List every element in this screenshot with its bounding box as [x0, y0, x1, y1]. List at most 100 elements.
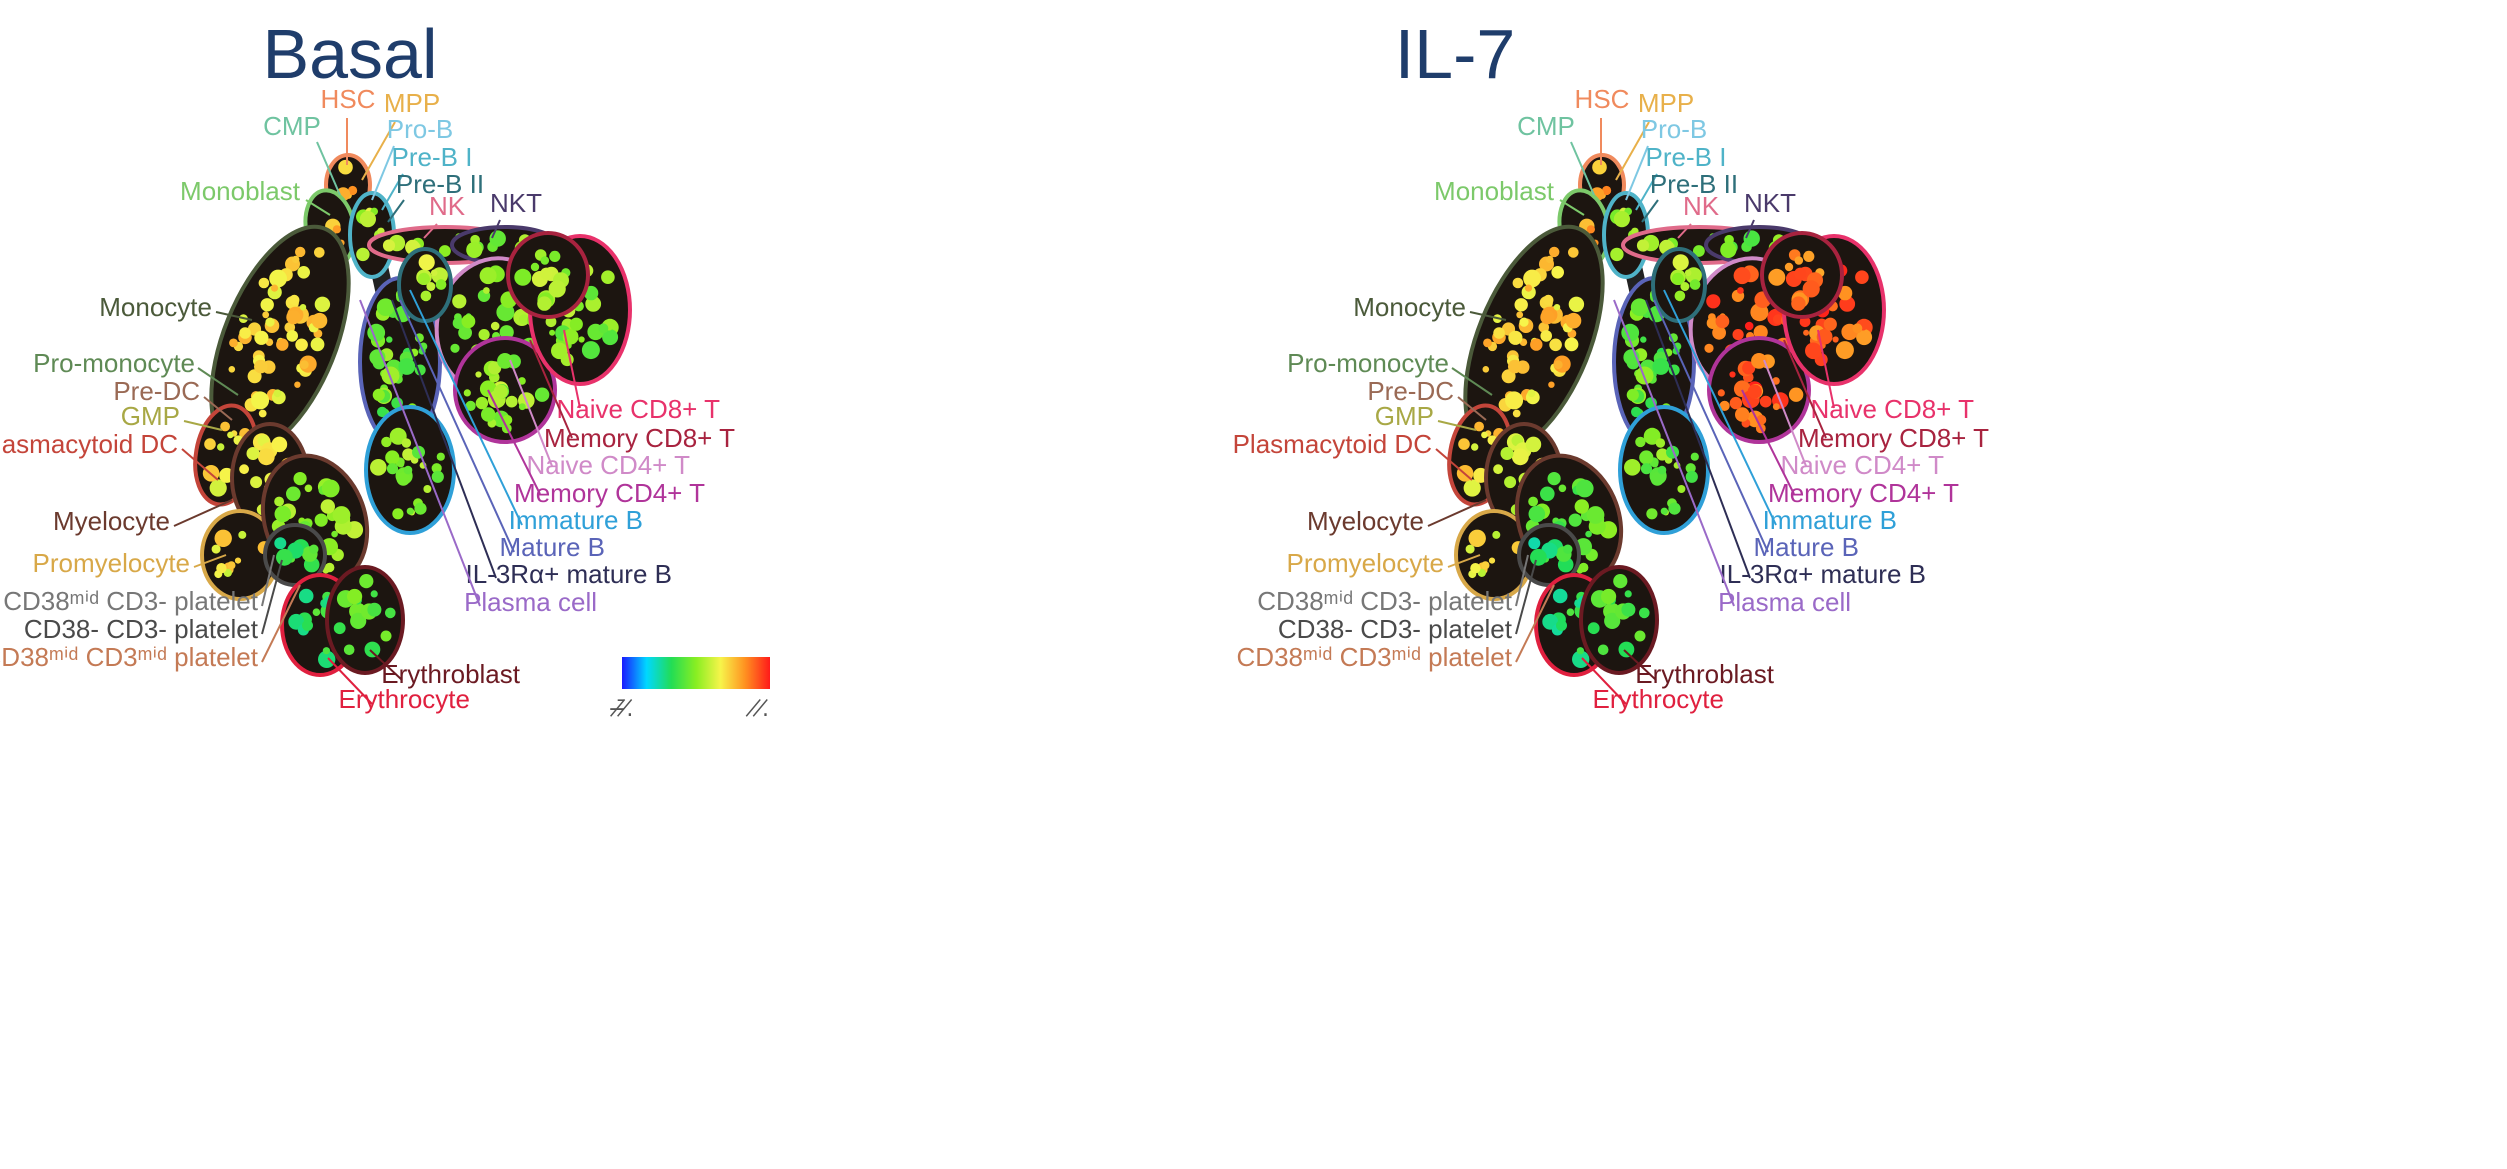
cell-node	[1576, 647, 1584, 655]
cell-node	[1548, 381, 1555, 388]
cell-node	[294, 381, 301, 388]
cell-node	[262, 311, 270, 319]
cell-node	[1519, 317, 1529, 327]
cell-node	[286, 310, 301, 325]
cell-node	[1524, 284, 1533, 292]
cell-node	[1823, 317, 1837, 331]
cell-node	[274, 537, 287, 550]
cell-node	[322, 647, 330, 655]
cell-node	[1690, 452, 1699, 461]
leader-line	[183, 420, 223, 431]
cell-node	[601, 270, 615, 285]
cell-node	[1674, 290, 1686, 302]
cell-node	[1729, 396, 1743, 410]
cell-node	[386, 463, 399, 475]
cell-node	[545, 316, 557, 328]
cell-node	[380, 630, 392, 642]
cell-node	[293, 472, 307, 486]
cell-node	[1493, 464, 1503, 475]
population-cluster-monocyte	[1463, 224, 1605, 456]
cell-node	[1712, 325, 1726, 340]
population-label: Pre-B I	[1646, 142, 1727, 172]
cell-node	[258, 409, 267, 418]
leader-line	[1515, 559, 1537, 635]
cell-node	[1639, 450, 1654, 465]
cell-node	[401, 438, 412, 448]
population-cluster-prebii	[1651, 247, 1707, 323]
population-label: GMP	[1375, 401, 1434, 431]
cell-node	[1508, 330, 1523, 345]
cell-node	[1481, 431, 1488, 439]
cell-node	[1575, 479, 1594, 498]
cell-node	[551, 342, 568, 360]
cell-node	[1597, 644, 1609, 656]
cell-node	[1720, 241, 1737, 258]
leader-line	[1653, 299, 1769, 553]
cell-node	[1546, 255, 1554, 264]
population-label: Pro-monocyte	[33, 348, 195, 378]
cell-node	[1504, 476, 1517, 489]
population-label: GMP	[121, 401, 180, 431]
leader-line	[261, 559, 283, 635]
population-cluster-erythroblast	[1579, 565, 1659, 675]
panel-title: IL-7	[1394, 15, 1516, 93]
cell-node	[286, 330, 299, 342]
cell-node	[229, 338, 238, 348]
cell-node	[537, 296, 552, 311]
cell-node	[1640, 463, 1653, 475]
cell-node	[299, 360, 309, 370]
cell-node	[1735, 407, 1750, 422]
population-label: Naive CD4+ T	[526, 450, 690, 480]
leader-line	[1663, 289, 1777, 526]
cell-node	[1470, 563, 1481, 574]
leader-line	[1570, 141, 1595, 196]
cell-node	[1568, 296, 1585, 312]
leader-line	[1783, 339, 1827, 439]
cell-node	[403, 465, 413, 475]
leader-line	[1515, 554, 1529, 607]
cell-node	[1483, 338, 1492, 348]
leader-line	[193, 554, 227, 568]
cell-node	[254, 330, 269, 345]
population-label: Erythrocyte	[339, 684, 471, 714]
cell-node	[463, 389, 471, 397]
cell-node	[270, 284, 279, 292]
cell-node	[1618, 641, 1635, 658]
cell-node	[1530, 338, 1543, 351]
leader-line	[203, 396, 233, 421]
cell-node	[1586, 225, 1595, 234]
leader-line	[1469, 311, 1507, 321]
leader-line	[509, 359, 553, 467]
leader-line	[381, 173, 404, 211]
cell-node	[1693, 245, 1705, 257]
population-label: Pro-B	[387, 114, 453, 144]
cell-node	[1650, 472, 1665, 486]
cell-node	[284, 322, 296, 333]
cell-node	[392, 508, 404, 520]
leader-line	[423, 223, 438, 239]
cell-node	[382, 239, 396, 252]
cell-node	[436, 452, 445, 461]
cell-node	[367, 602, 382, 617]
cell-node	[1626, 388, 1639, 401]
cell-node	[297, 266, 311, 279]
population-label: Pre-B I	[392, 142, 473, 172]
cell-node	[295, 338, 308, 352]
population-label: Promyelocyte	[33, 548, 191, 578]
population-label: CMP	[263, 111, 321, 141]
cell-node	[1759, 395, 1772, 408]
leader-line	[1581, 657, 1627, 705]
cell-node	[452, 294, 467, 309]
cell-node	[1689, 279, 1701, 290]
cell-node	[1528, 537, 1541, 550]
cell-node	[465, 400, 476, 411]
leader-line	[1745, 219, 1755, 239]
population-cluster-immb	[1618, 405, 1710, 535]
cell-node	[359, 574, 374, 589]
cell-node	[1652, 358, 1670, 375]
cell-node	[1803, 329, 1810, 336]
cell-node	[1684, 269, 1692, 277]
cell-node	[1732, 329, 1744, 341]
cell-node	[430, 269, 438, 277]
